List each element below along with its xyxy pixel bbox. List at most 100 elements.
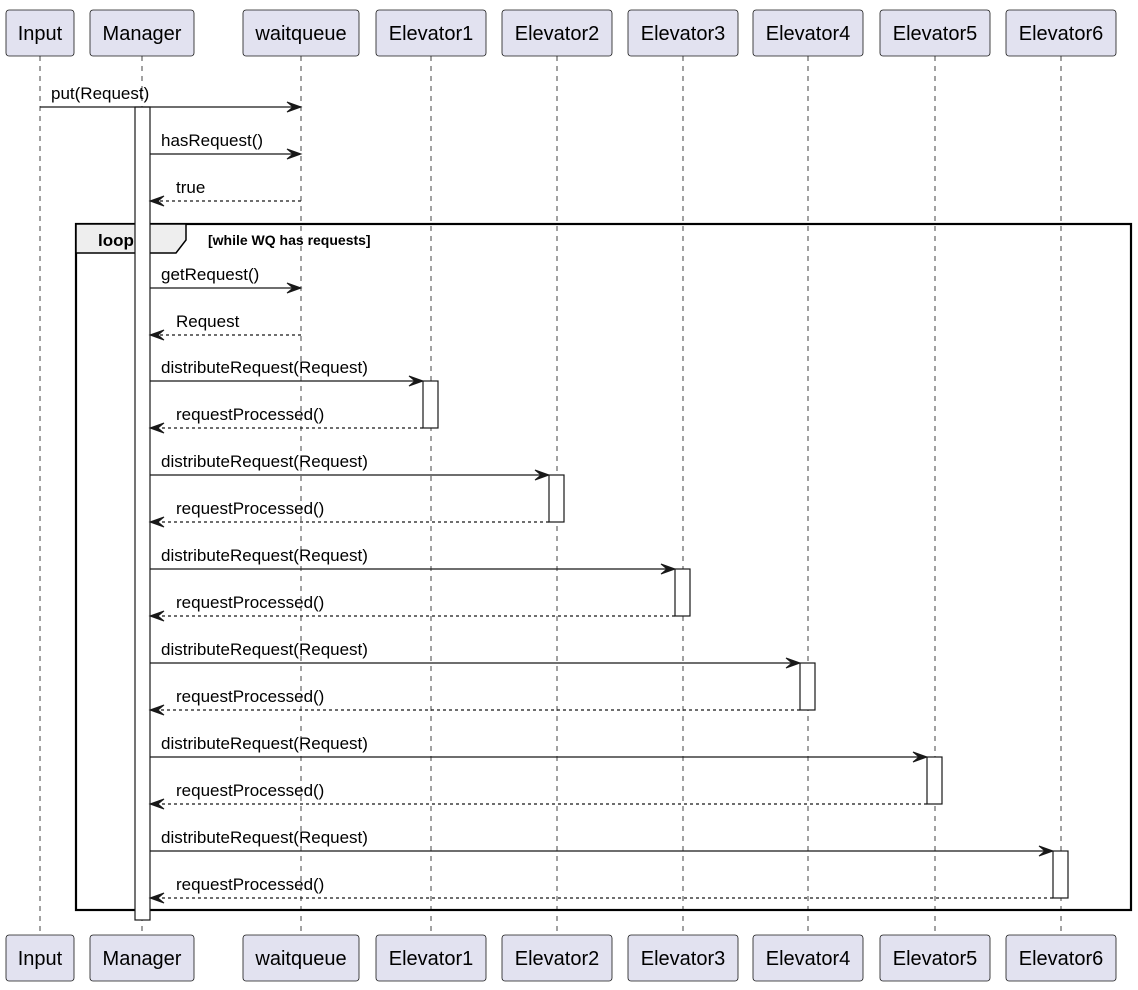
message-label: requestProcessed() xyxy=(176,499,324,518)
participant-manager-top: Manager xyxy=(89,9,195,57)
participant-box xyxy=(501,934,613,982)
arrow-head xyxy=(148,610,165,622)
participant-box xyxy=(5,9,75,57)
message-17: requestProcessed() xyxy=(148,875,1053,904)
participant-box xyxy=(375,934,487,982)
participant-box xyxy=(752,934,864,982)
message-label: requestProcessed() xyxy=(176,875,324,894)
participant-box xyxy=(879,9,991,57)
participant-label: Manager xyxy=(103,948,182,970)
loop-frame-tab xyxy=(75,223,187,254)
arrow-head xyxy=(286,282,303,294)
message-label: distributeRequest(Request) xyxy=(161,358,368,377)
message-label: distributeRequest(Request) xyxy=(161,734,368,753)
participant-box xyxy=(879,934,991,982)
participant-box xyxy=(627,934,739,982)
participant-elevator1-bottom: Elevator1 xyxy=(375,934,487,982)
participant-box xyxy=(501,9,613,57)
participant-input-top: Input xyxy=(5,9,75,57)
arrow-head xyxy=(408,375,425,387)
message-9: requestProcessed() xyxy=(148,499,549,528)
loop-frame-title: loop xyxy=(98,231,134,250)
participant-label: Elevator2 xyxy=(515,948,600,970)
participant-elevator2-top: Elevator2 xyxy=(501,9,613,57)
participant-label: Input xyxy=(18,948,63,970)
participant-label: Elevator6 xyxy=(1019,948,1104,970)
arrow-head xyxy=(148,892,165,904)
message-label: distributeRequest(Request) xyxy=(161,546,368,565)
loop-frame-guard: [while WQ has requests] xyxy=(208,232,371,248)
message-3: true xyxy=(148,178,301,207)
participant-box xyxy=(627,9,739,57)
message-label: distributeRequest(Request) xyxy=(161,452,368,471)
participant-label: Manager xyxy=(103,23,182,45)
message-label: distributeRequest(Request) xyxy=(161,640,368,659)
participant-label: Elevator1 xyxy=(389,23,474,45)
arrow-head xyxy=(148,704,165,716)
participant-label: Elevator3 xyxy=(641,948,726,970)
participant-box xyxy=(1005,9,1117,57)
message-16: distributeRequest(Request) xyxy=(150,828,1055,857)
participant-label: Elevator3 xyxy=(641,23,726,45)
participant-label: Elevator4 xyxy=(766,23,851,45)
message-label: put(Request) xyxy=(51,84,149,103)
participant-label: Elevator2 xyxy=(515,23,600,45)
participant-box xyxy=(242,934,360,982)
activations-layer xyxy=(134,106,1069,921)
arrow-head xyxy=(148,798,165,810)
participant-label: Elevator4 xyxy=(766,948,851,970)
participant-elevator4-bottom: Elevator4 xyxy=(752,934,864,982)
participant-box xyxy=(89,9,195,57)
participant-elevator5-top: Elevator5 xyxy=(879,9,991,57)
participant-input-bottom: Input xyxy=(5,934,75,982)
participant-label: Input xyxy=(18,23,63,45)
participant-label: waitqueue xyxy=(254,948,346,970)
participant-label: waitqueue xyxy=(254,23,346,45)
activation-elevator4 xyxy=(799,662,816,711)
participant-box xyxy=(1005,934,1117,982)
message-label: true xyxy=(176,178,205,197)
message-label: requestProcessed() xyxy=(176,781,324,800)
participant-elevator3-bottom: Elevator3 xyxy=(627,934,739,982)
message-5: Request xyxy=(148,312,301,341)
arrow-head xyxy=(148,516,165,528)
participant-elevator6-bottom: Elevator6 xyxy=(1005,934,1117,982)
message-1: put(Request) xyxy=(40,84,303,113)
message-2: hasRequest() xyxy=(150,131,303,160)
participant-waitqueue-bottom: waitqueue xyxy=(242,934,360,982)
participant-elevator1-top: Elevator1 xyxy=(375,9,487,57)
arrow-head xyxy=(286,148,303,160)
messages-layer: put(Request) hasRequest() true getRequest()… xyxy=(40,84,1055,904)
message-4: getRequest() xyxy=(150,265,303,294)
arrow-head xyxy=(148,195,165,207)
participant-box xyxy=(242,9,360,57)
participant-label: Elevator6 xyxy=(1019,23,1104,45)
participant-box xyxy=(752,9,864,57)
activation-elevator2 xyxy=(548,474,565,523)
message-11: requestProcessed() xyxy=(148,593,675,622)
activation-elevator3 xyxy=(674,568,691,617)
message-15: requestProcessed() xyxy=(148,781,927,810)
arrow-head xyxy=(785,657,802,669)
message-label: Request xyxy=(176,312,240,331)
participant-label: Elevator5 xyxy=(893,948,978,970)
activation-elevator6 xyxy=(1052,850,1069,899)
participant-elevator6-top: Elevator6 xyxy=(1005,9,1117,57)
participant-waitqueue-top: waitqueue xyxy=(242,9,360,57)
participant-box xyxy=(375,9,487,57)
message-12: distributeRequest(Request) xyxy=(150,640,802,669)
message-label: requestProcessed() xyxy=(176,593,324,612)
arrow-head xyxy=(148,329,165,341)
message-label: requestProcessed() xyxy=(176,687,324,706)
message-14: distributeRequest(Request) xyxy=(150,734,929,763)
participant-elevator3-top: Elevator3 xyxy=(627,9,739,57)
activation-elevator5 xyxy=(926,756,943,805)
activation-manager xyxy=(134,106,151,921)
participant-elevator5-bottom: Elevator5 xyxy=(879,934,991,982)
message-13: requestProcessed() xyxy=(148,687,800,716)
message-7: requestProcessed() xyxy=(148,405,423,434)
participant-label: Elevator1 xyxy=(389,948,474,970)
participant-elevator4-top: Elevator4 xyxy=(752,9,864,57)
participant-box xyxy=(89,934,195,982)
